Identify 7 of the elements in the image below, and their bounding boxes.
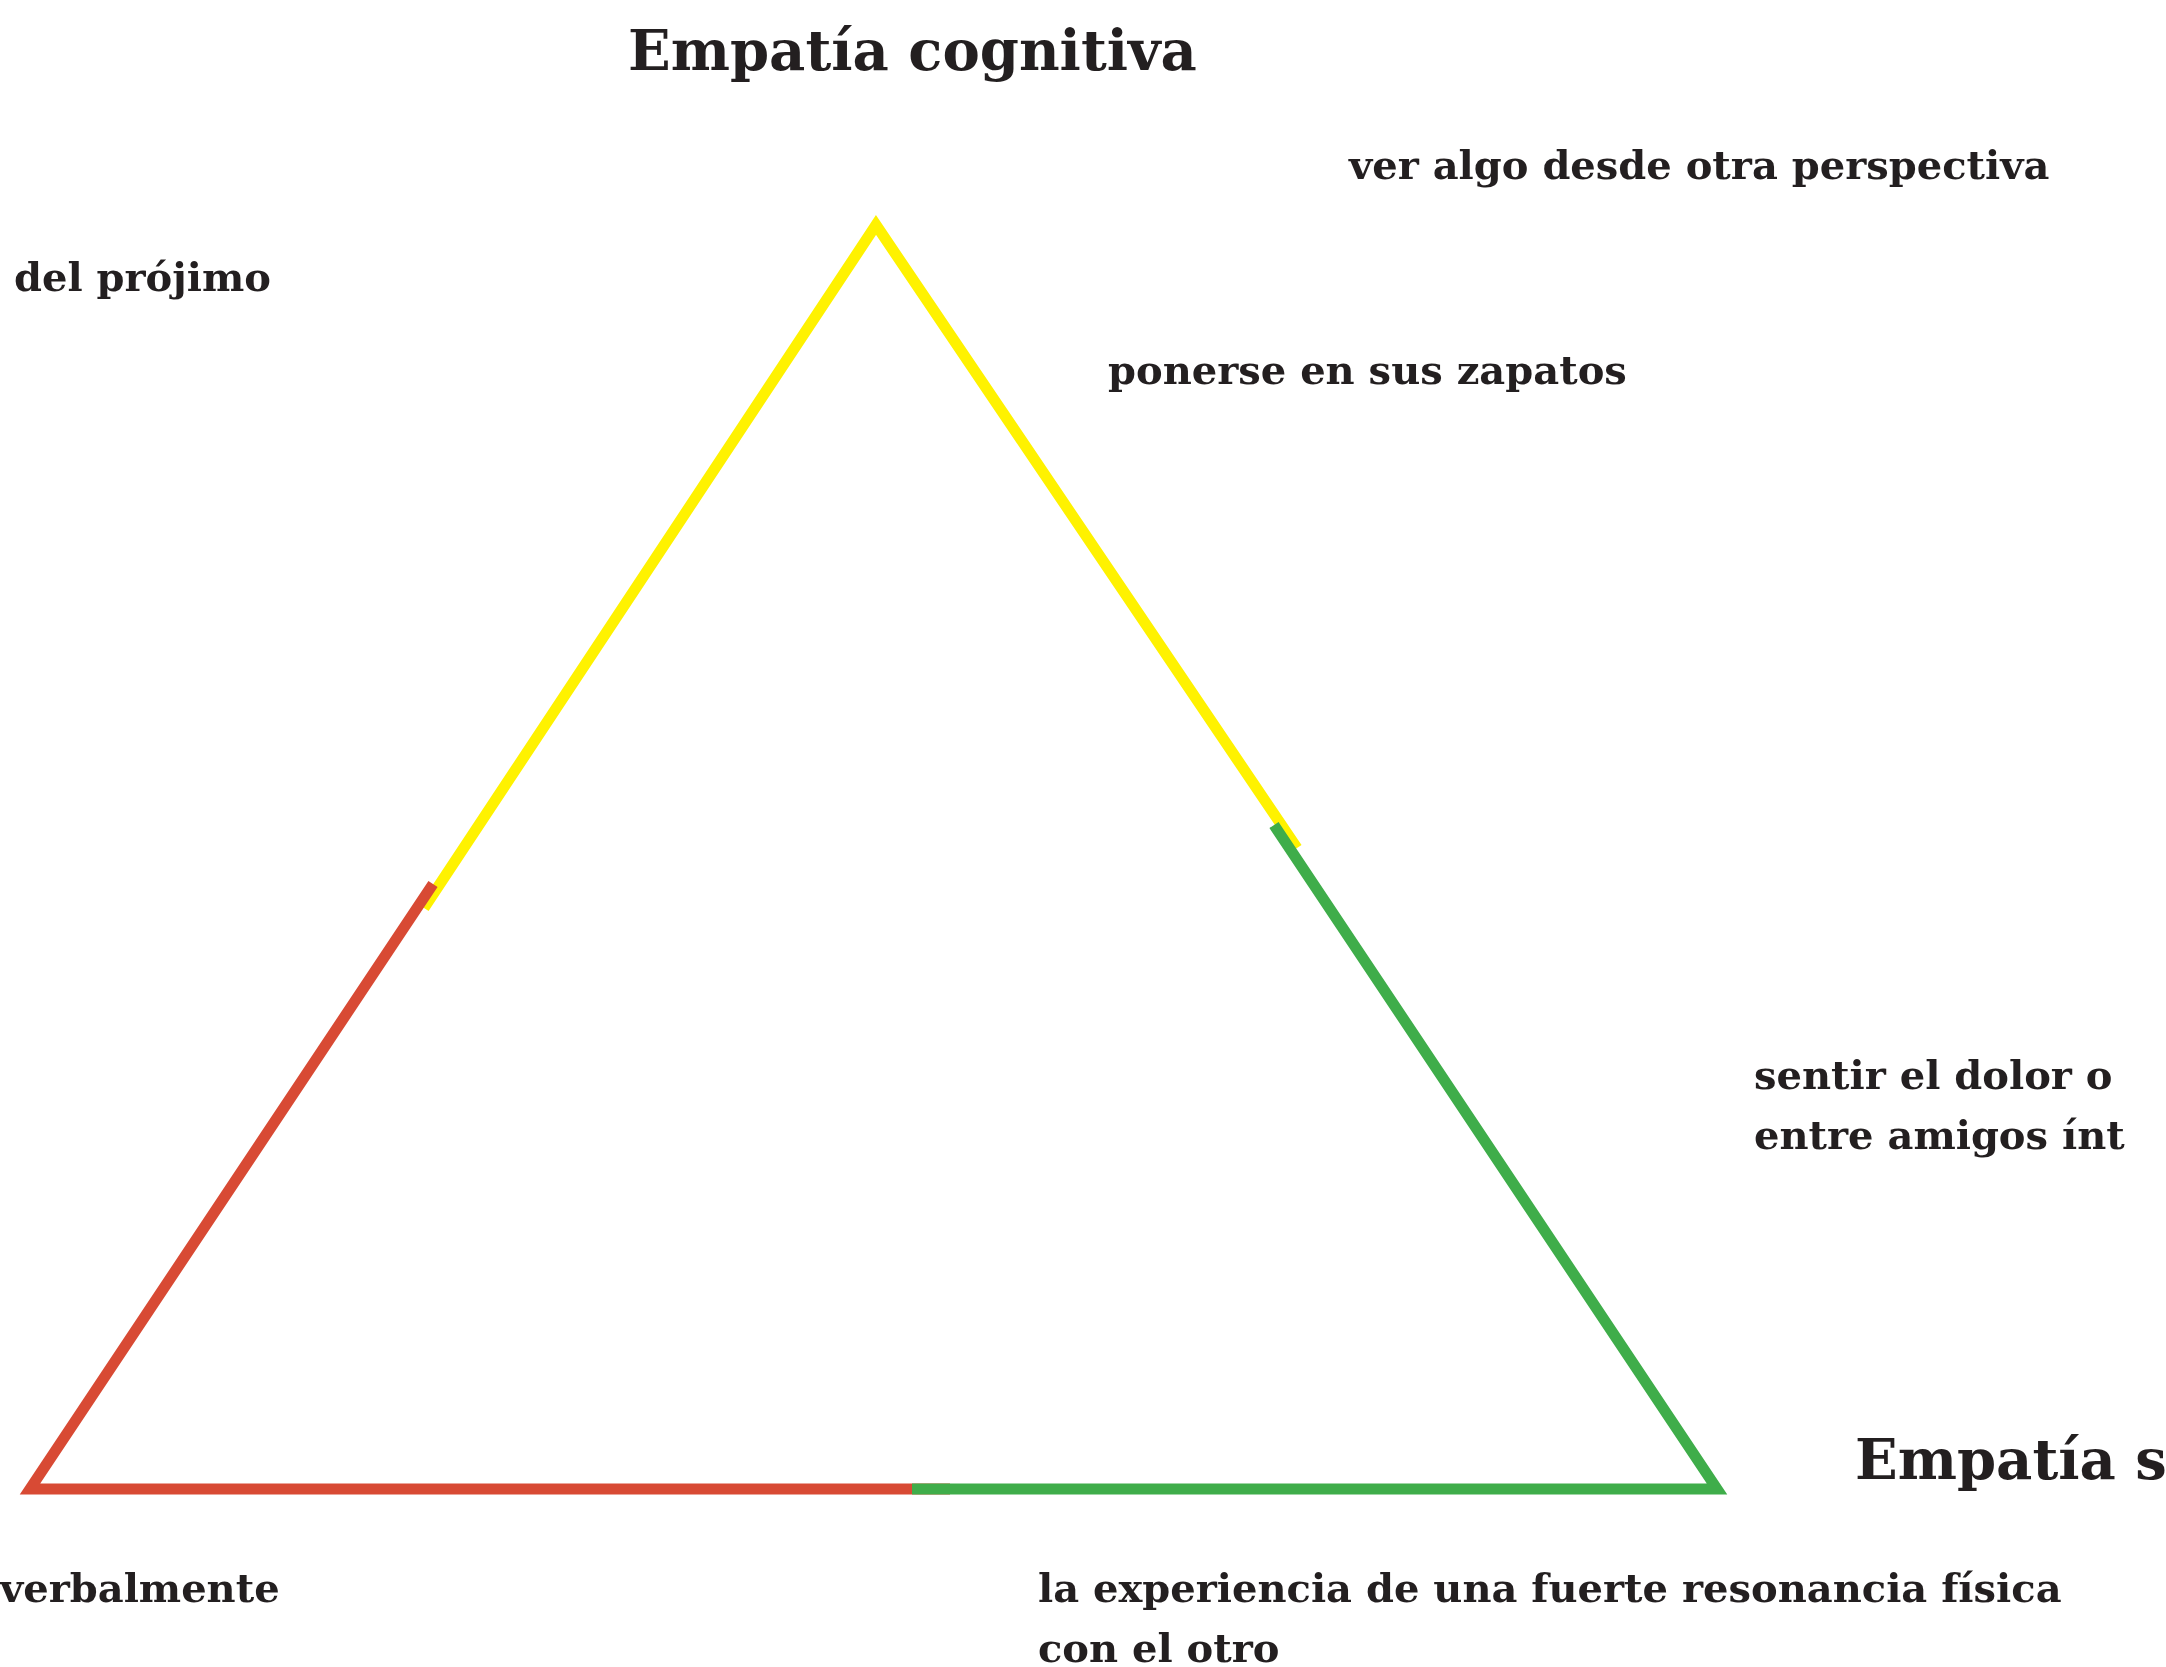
description-text: la experiencia de una fuerte resonancia física con el otro: [1038, 1563, 2063, 1667]
vertex-heading: Empatía cognitiva: [628, 16, 1197, 85]
description-text: sentir el dolor o entre amigos ínt: [1754, 1050, 2126, 1160]
description-text: ponerse en sus zapatos: [1108, 345, 1627, 395]
vertex-heading: Empatía s: [1855, 1425, 2166, 1494]
description-text: del prójimo: [14, 252, 271, 302]
description-text: ver algo desde otra perspectiva: [1349, 140, 2050, 190]
